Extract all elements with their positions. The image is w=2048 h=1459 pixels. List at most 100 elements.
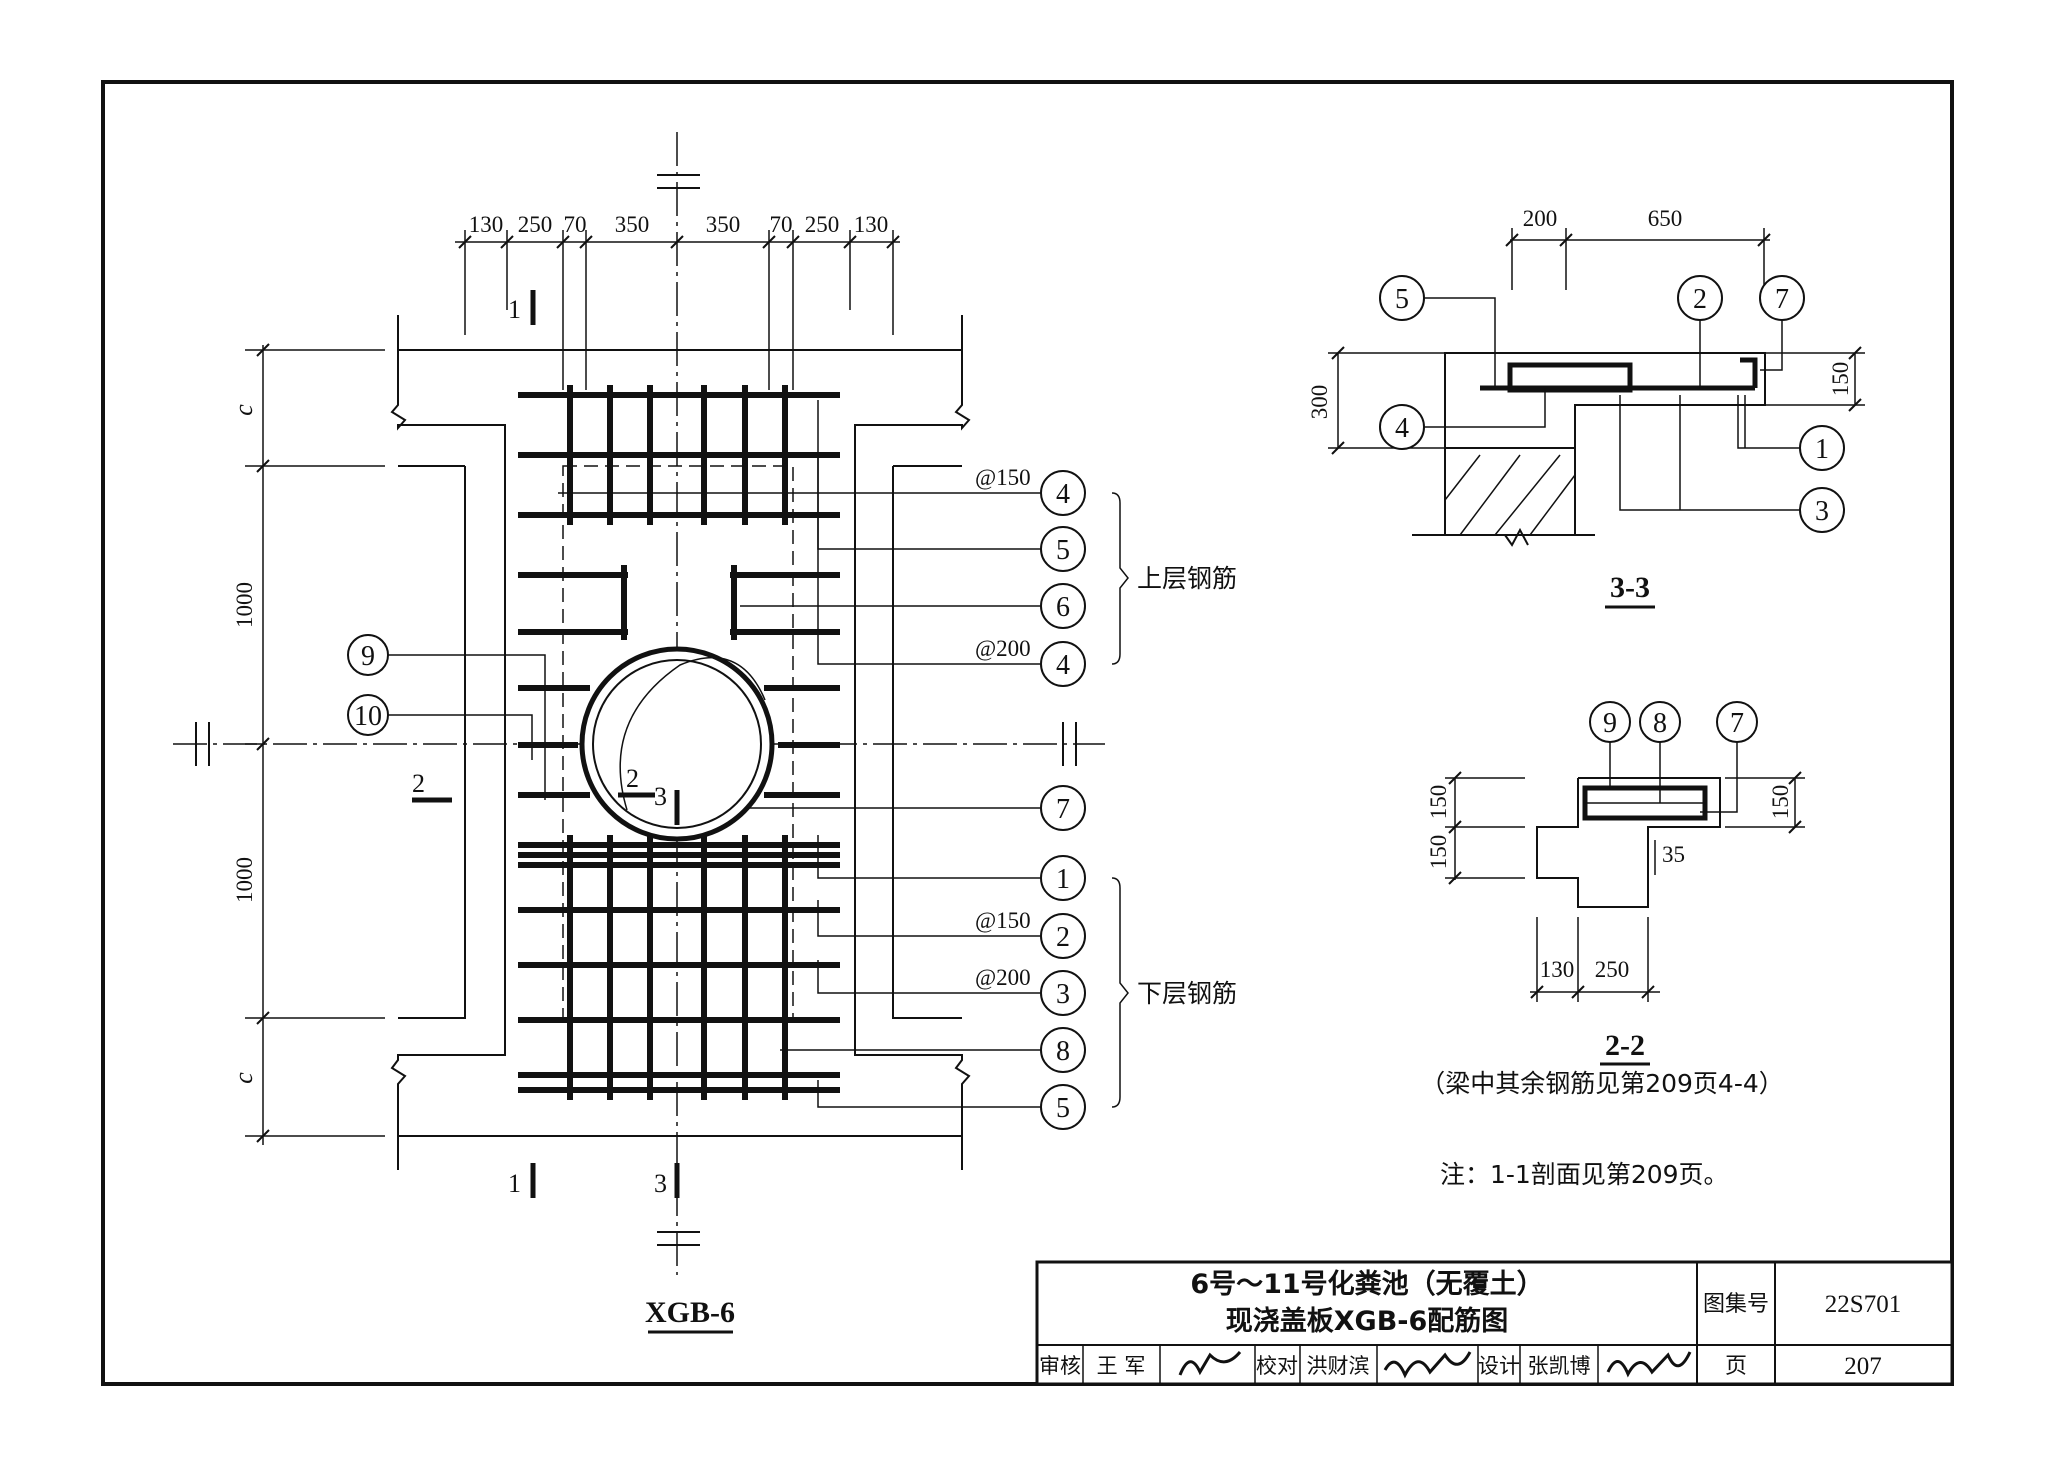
s22-dim-150-b: 150 bbox=[1426, 835, 1451, 870]
check-signature bbox=[1383, 1351, 1472, 1379]
top-dim-1: 130 bbox=[469, 212, 504, 237]
s33-title: 3-3 bbox=[1610, 571, 1650, 604]
callout-4-upper-a: 4 bbox=[1056, 479, 1070, 510]
s22-outline bbox=[1536, 777, 1721, 908]
plan-title: XGB-6 bbox=[645, 1296, 735, 1329]
top-dim-2: 250 bbox=[518, 212, 553, 237]
sheet-border bbox=[101, 80, 1954, 1386]
top-dim-8: 130 bbox=[854, 212, 889, 237]
left-dimension-ticks bbox=[256, 343, 270, 1143]
ring-bar-lap bbox=[619, 656, 766, 811]
callout-8-lower: 8 bbox=[1056, 1036, 1070, 1067]
page-number: 207 bbox=[1844, 1353, 1882, 1380]
top-dim-4: 350 bbox=[615, 212, 650, 237]
s22-dim-250: 250 bbox=[1595, 957, 1630, 982]
top-dim-3: 70 bbox=[564, 212, 587, 237]
callout-1-lower: 1 bbox=[1056, 864, 1070, 895]
callout-5-lower: 5 bbox=[1056, 1093, 1070, 1124]
section-3-3: 200 650 300 150 5 2 bbox=[1307, 206, 1865, 609]
callout-7-plan: 7 bbox=[1056, 794, 1070, 825]
spacing-lower-2: @200 bbox=[975, 965, 1031, 990]
s22-dim-150-c: 150 bbox=[1768, 785, 1793, 820]
section-2-2: 150 150 150 35 130 250 9 8 7 2-2 （梁中其余钢筋… bbox=[1420, 701, 1805, 1098]
lower-brace bbox=[1111, 877, 1129, 1108]
callout-2-lower: 2 bbox=[1056, 922, 1070, 953]
lower-callouts: @150 @200 1 2 3 8 5 下层钢筋 bbox=[780, 835, 1237, 1130]
s33-callout-3: 3 bbox=[1815, 496, 1829, 527]
review-signature bbox=[1178, 1351, 1242, 1376]
left-dim-1000-lower: 1000 bbox=[232, 857, 257, 903]
lower-rebar-grid bbox=[518, 835, 840, 1100]
top-dimension-ticks bbox=[458, 235, 900, 249]
spacing-upper-2: @200 bbox=[975, 636, 1031, 661]
review-name: 王 军 bbox=[1097, 1354, 1146, 1378]
callout-5-upper: 5 bbox=[1056, 535, 1070, 566]
left-dim-c-bottom: c bbox=[229, 1072, 258, 1084]
section-cut-marks: 1 1 3 3 2 2 bbox=[412, 290, 680, 1198]
title-line-1: 6号～11号化粪池（无覆土） bbox=[1190, 1269, 1543, 1300]
s22-dim-130: 130 bbox=[1540, 957, 1575, 982]
main-plan: 130 250 70 350 350 70 250 130 c 1000 100… bbox=[173, 132, 1237, 1334]
page-label: 页 bbox=[1725, 1354, 1747, 1379]
s33-callout-2: 2 bbox=[1693, 284, 1707, 315]
s22-note: （梁中其余钢筋见第209页4-4） bbox=[1420, 1069, 1784, 1098]
spacing-upper-1: @150 bbox=[975, 465, 1031, 490]
left-dim-c-top: c bbox=[229, 404, 258, 416]
top-dim-5: 350 bbox=[706, 212, 741, 237]
section-mark-1-top: 1 bbox=[508, 295, 521, 324]
top-dim-7: 250 bbox=[805, 212, 840, 237]
section-mark-2-right: 2 bbox=[626, 764, 639, 793]
s33-dim-300: 300 bbox=[1307, 385, 1332, 420]
review-label: 审核 bbox=[1039, 1354, 1081, 1378]
s33-dim-150: 150 bbox=[1828, 362, 1853, 397]
check-name: 洪财滨 bbox=[1307, 1354, 1370, 1378]
atlas-label: 图集号 bbox=[1703, 1292, 1769, 1317]
manhole-opening bbox=[579, 646, 775, 842]
left-dimension-extensions bbox=[245, 349, 385, 1137]
s33-beam-outline bbox=[1444, 352, 1766, 535]
s22-dim-35: 35 bbox=[1662, 842, 1685, 867]
callout-4-upper-b: 4 bbox=[1056, 650, 1070, 681]
top-dim-6: 70 bbox=[770, 212, 793, 237]
s33-callout-4: 4 bbox=[1395, 413, 1409, 444]
upper-brace bbox=[1111, 492, 1129, 665]
spacing-lower-1: @150 bbox=[975, 908, 1031, 933]
opening-ring-bar bbox=[592, 659, 762, 829]
design-label: 设计 bbox=[1478, 1354, 1520, 1378]
s22-callout-9: 9 bbox=[1603, 708, 1617, 739]
s22-callout-8: 8 bbox=[1653, 708, 1667, 739]
design-signature bbox=[1606, 1351, 1692, 1378]
callout-10-left: 10 bbox=[354, 701, 382, 732]
left-callouts: 9 10 bbox=[347, 634, 546, 800]
upper-callouts: @150 @200 4 5 6 4 上层钢筋 bbox=[558, 400, 1237, 687]
title-line-2: 现浇盖板XGB-6配筋图 bbox=[1226, 1305, 1509, 1337]
general-note: 注：1-1剖面见第209页。 bbox=[1440, 1160, 1729, 1189]
upper-group-label: 上层钢筋 bbox=[1137, 564, 1237, 593]
s22-title: 2-2 bbox=[1605, 1029, 1645, 1062]
design-name: 张凯博 bbox=[1528, 1354, 1591, 1378]
s33-callout-7: 7 bbox=[1775, 284, 1789, 315]
section-mark-3-bottom: 3 bbox=[654, 1169, 667, 1198]
middle-callout: 7 bbox=[745, 785, 1086, 831]
s22-callouts: 9 8 7 bbox=[1589, 701, 1758, 813]
callout-6-upper: 6 bbox=[1056, 592, 1070, 623]
callout-3-lower: 3 bbox=[1056, 979, 1070, 1010]
check-label: 校对 bbox=[1256, 1354, 1298, 1378]
left-dim-1000-upper: 1000 bbox=[232, 582, 257, 628]
s33-dim-650: 650 bbox=[1648, 206, 1683, 231]
s22-dim-150-a: 150 bbox=[1426, 785, 1451, 820]
s33-callout-5: 5 bbox=[1395, 284, 1409, 315]
title-block: 6号～11号化粪池（无覆土） 现浇盖板XGB-6配筋图 图集号 22S701 页… bbox=[1035, 1260, 1954, 1386]
callout-9-left: 9 bbox=[361, 641, 375, 672]
lower-group-label: 下层钢筋 bbox=[1137, 979, 1237, 1008]
upper-rebar-grid bbox=[518, 385, 840, 798]
slab-outline bbox=[390, 315, 971, 1170]
s33-callouts: 5 2 7 4 1 3 bbox=[1379, 275, 1845, 533]
top-dimension-extensions bbox=[464, 230, 894, 390]
s33-callout-1: 1 bbox=[1815, 434, 1829, 465]
section-mark-2-left: 2 bbox=[412, 769, 425, 798]
atlas-number: 22S701 bbox=[1825, 1291, 1901, 1318]
section-mark-3-top: 3 bbox=[654, 782, 667, 811]
s33-dim-200: 200 bbox=[1523, 206, 1558, 231]
